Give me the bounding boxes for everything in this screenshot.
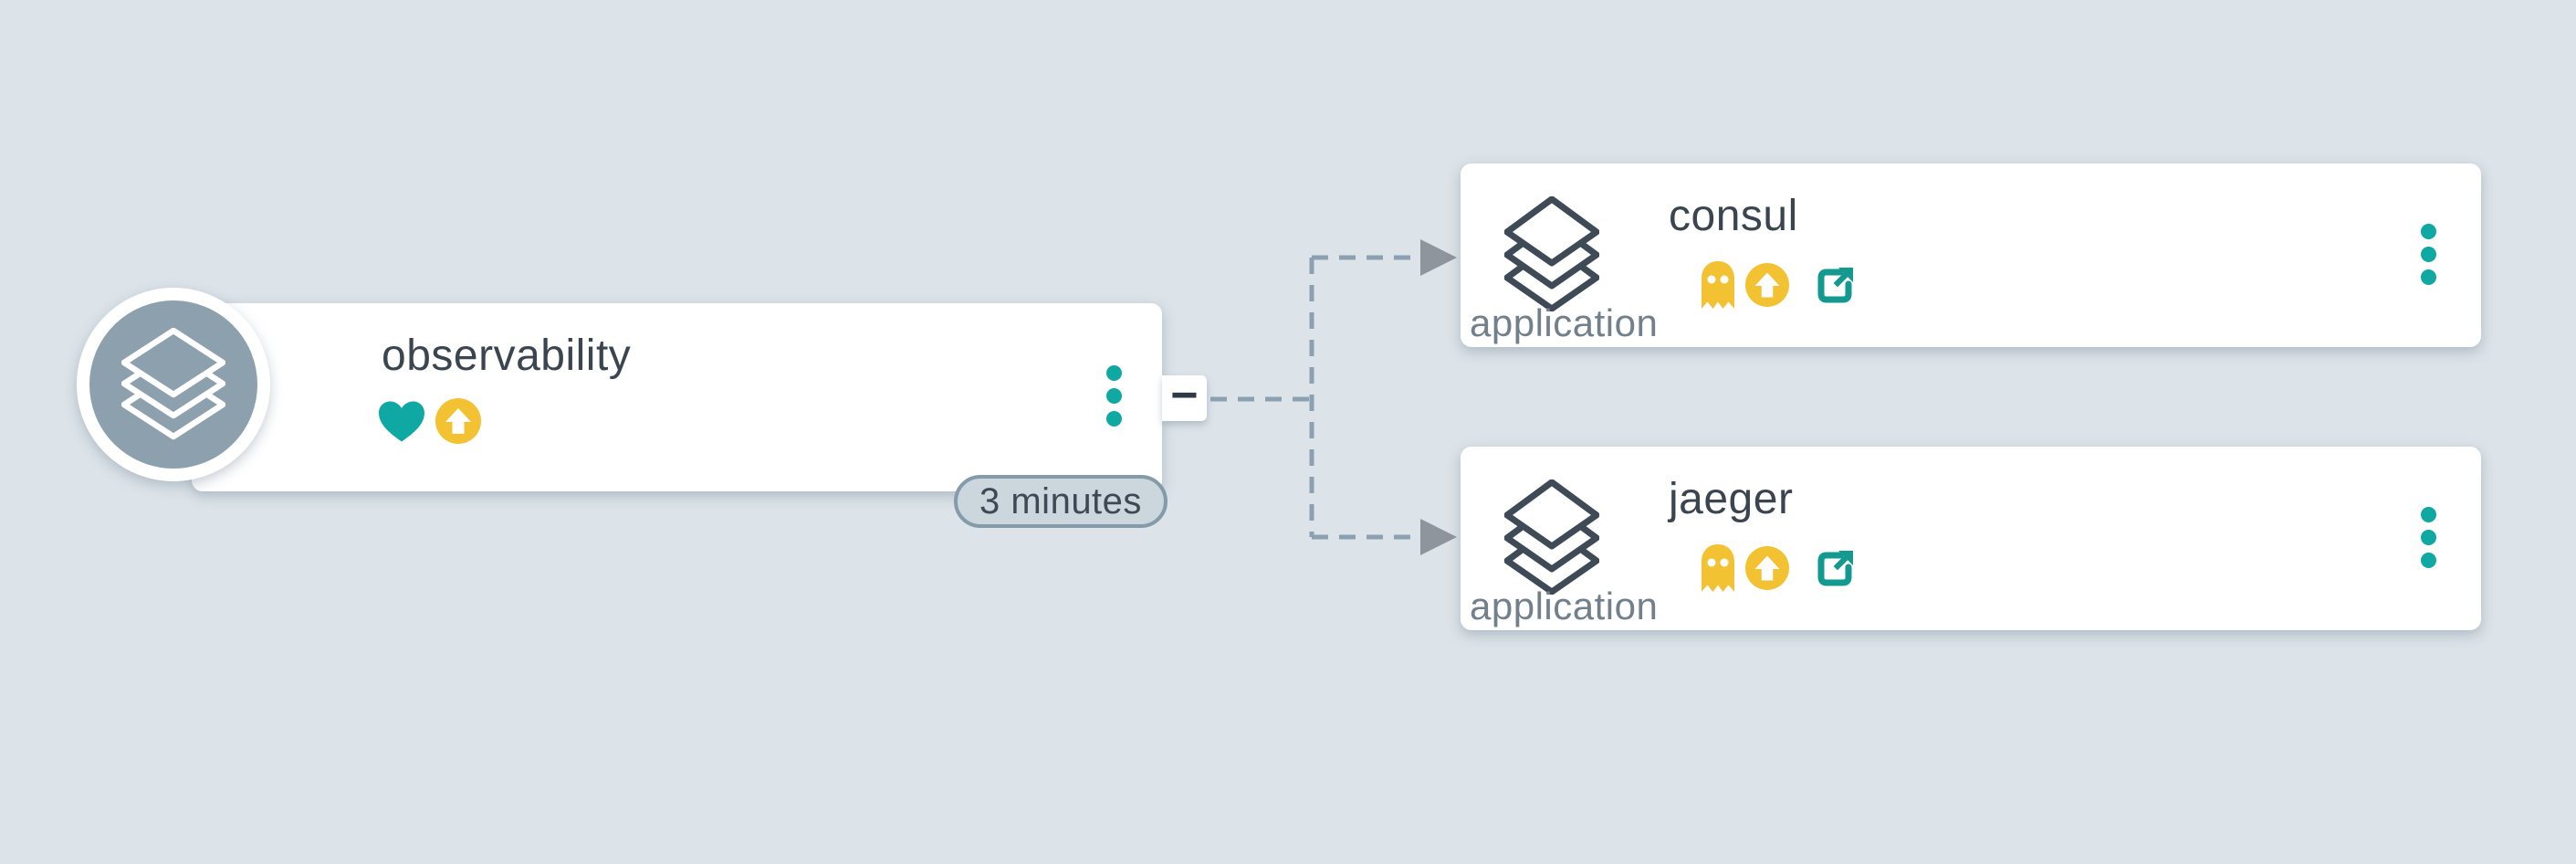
node-jaeger[interactable]: jaeger application — [1461, 447, 2481, 630]
healthy-heart-icon — [379, 401, 424, 441]
external-link-icon[interactable] — [1815, 264, 1857, 306]
uncommitted-ghost-icon — [1702, 261, 1734, 309]
node-type-label: application — [1470, 301, 1659, 344]
arrowhead-consul-icon — [1420, 239, 1457, 276]
uncommitted-ghost-icon — [1702, 544, 1734, 592]
node-observability[interactable]: observability — [192, 303, 1162, 491]
node-title: consul — [1669, 192, 1798, 240]
layers-icon — [121, 328, 225, 440]
node-consul[interactable]: consul application — [1461, 163, 2481, 347]
timer-badge: 3 minutes — [954, 475, 1168, 528]
node-type-label: application — [1470, 585, 1659, 627]
timer-badge-label: 3 minutes — [979, 480, 1142, 522]
collapse-minus-glyph: − — [1170, 369, 1199, 422]
collapse-button[interactable]: − — [1162, 369, 1207, 422]
upgrade-available-icon[interactable] — [1745, 546, 1789, 590]
kebab-menu-icon[interactable] — [2410, 507, 2446, 568]
kebab-menu-icon[interactable] — [2410, 224, 2446, 285]
layers-icon — [1504, 196, 1599, 311]
arrowhead-jaeger-icon — [1420, 519, 1457, 555]
kebab-menu-icon[interactable] — [1095, 365, 1132, 427]
upgrade-available-icon[interactable] — [1745, 263, 1789, 307]
upgrade-available-icon[interactable] — [435, 398, 481, 444]
layers-icon — [1504, 479, 1599, 595]
external-link-icon[interactable] — [1815, 547, 1857, 589]
observability-avatar[interactable] — [77, 288, 270, 481]
node-title: jaeger — [1669, 475, 1794, 523]
node-title: observability — [382, 332, 632, 380]
